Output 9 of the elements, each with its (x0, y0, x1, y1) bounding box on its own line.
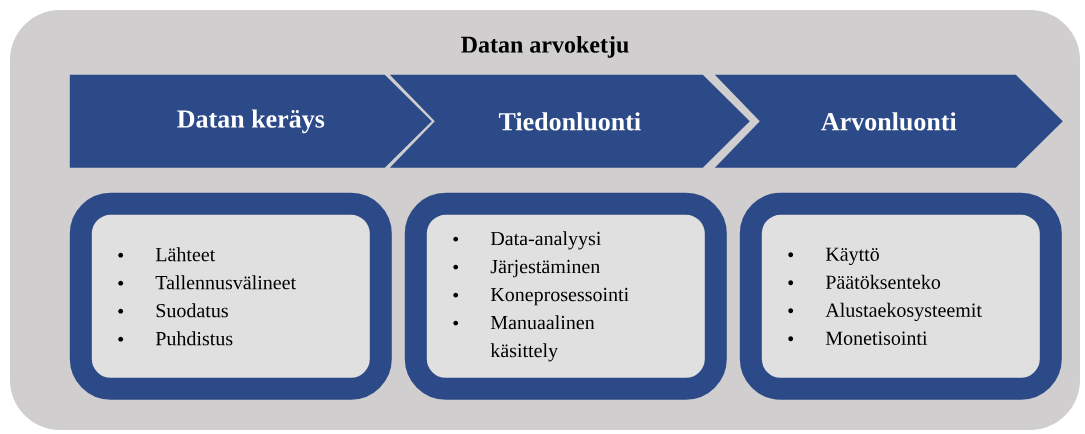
list-box: Lähteet Tallennusvälineet Suodatus Puhdistus (69, 192, 392, 400)
step-banner: Arvonluonti (714, 74, 1063, 168)
node-label: Datan keräys (177, 109, 325, 134)
node-label: Arvonluonti (821, 112, 957, 131)
step-banner: Tiedonluonti (389, 74, 750, 168)
list-box: Data-analyysi Järjestäminen Koneprosessointi Manuaalinen käsittely (404, 192, 727, 400)
list-box: Käyttö Päätöksenteko Alustaekosysteemit Monetisointi (739, 192, 1062, 400)
node-label: Tiedonluonti (498, 112, 641, 131)
step-banner: Datan keräys (69, 74, 432, 168)
